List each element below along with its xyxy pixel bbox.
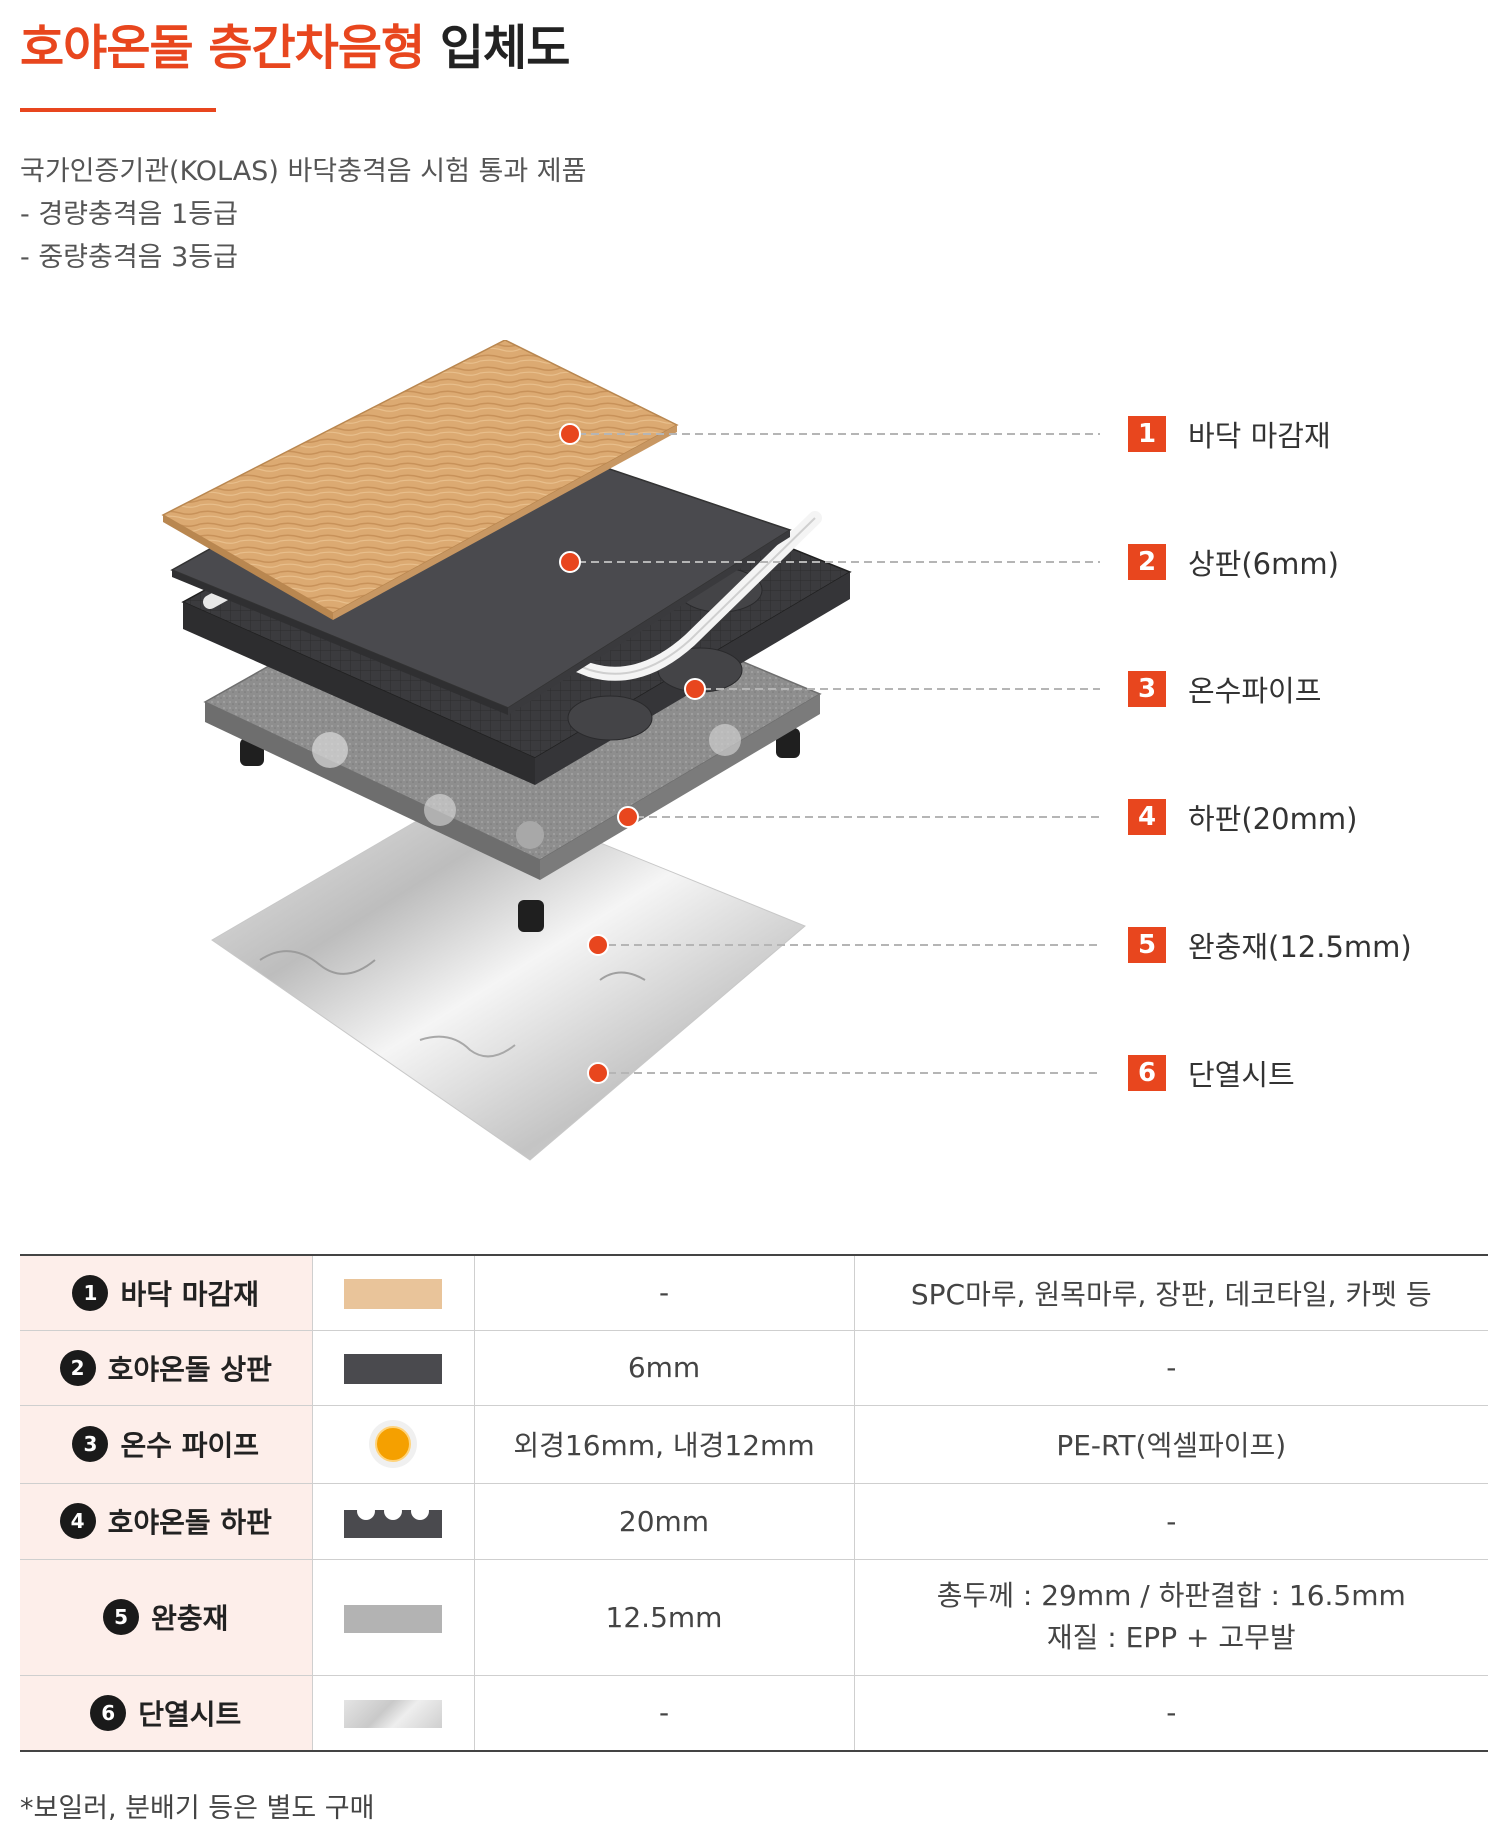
row-number-badge: 1: [72, 1274, 109, 1311]
wood-swatch: [344, 1279, 442, 1310]
description: 국가인증기관(KOLAS) 바닥충격음 시험 통과 제품 - 경량충격음 1등급…: [20, 150, 586, 279]
cushion-swatch: [344, 1604, 442, 1633]
note-cell: 총두께 : 29mm / 하판결합 : 16.5mm 재질 : EPP + 고무…: [853, 1559, 1488, 1676]
description-line: - 중량충격음 3등급: [20, 242, 238, 273]
swatch-cell: [311, 1255, 474, 1331]
insulation-sheet-layer: [211, 789, 806, 1161]
callout-number: 4: [1128, 799, 1166, 835]
note-cell: SPC마루, 원목마루, 장판, 데코타일, 카펫 등: [853, 1255, 1488, 1331]
row-number-badge: 5: [103, 1599, 140, 1635]
callout-label: 온수파이프: [1188, 674, 1322, 708]
title-underline: [20, 108, 216, 112]
note-line: 총두께 : 29mm / 하판결합 : 16.5mm: [936, 1579, 1406, 1612]
callout-5: 5 완충재(12.5mm): [1128, 926, 1412, 964]
spec-cell: -: [473, 1255, 854, 1331]
title-rest: 입체도: [439, 20, 570, 76]
callout-label: 상판(6mm): [1188, 547, 1339, 581]
leader-lines: [578, 433, 1100, 1074]
note-cell: PE-RT(엑셀파이프): [853, 1405, 1488, 1484]
note-cell: -: [853, 1330, 1488, 1406]
description-line: - 경량충격음 1등급: [20, 199, 238, 230]
note-cell: -: [853, 1675, 1488, 1752]
spec-cell: 6mm: [473, 1330, 854, 1406]
footnote: *보일러, 분배기 등은 별도 구매: [20, 1793, 375, 1824]
callout-4: 4 하판(20mm): [1128, 798, 1357, 836]
spec-cell: 12.5mm: [473, 1559, 854, 1676]
callout-number: 5: [1128, 927, 1166, 963]
callout-number: 1: [1128, 416, 1166, 452]
swatch-cell: [311, 1559, 474, 1676]
row-number-badge: 4: [59, 1503, 96, 1539]
title-accent: 호야온돌 층간차음형: [20, 20, 425, 76]
swatch-cell: [311, 1675, 474, 1752]
swatch-cell: [311, 1405, 474, 1484]
diagram-illustration: [161, 339, 1100, 1161]
spec-cell: -: [473, 1675, 854, 1752]
callout-label: 하판(20mm): [1188, 802, 1358, 836]
swatch-cell: [311, 1483, 474, 1560]
callout-number: 3: [1128, 671, 1166, 707]
page-title: 호야온돌 층간차음형 입체도: [20, 8, 570, 78]
exploded-diagram: 1 바닥 마감재 2 상판(6mm) 3 온수파이프 4 하판(20mm) 5 …: [0, 339, 1500, 1180]
callout-2: 2 상판(6mm): [1128, 543, 1339, 581]
callout-3: 3 온수파이프: [1128, 670, 1321, 708]
leader-dots: [559, 423, 706, 1084]
description-line: 국가인증기관(KOLAS) 바닥충격음 시험 통과 제품: [20, 156, 587, 187]
insulation-swatch: [344, 1700, 442, 1729]
bottom-plate-icon: [344, 1506, 442, 1538]
spec-cell: 외경16mm, 내경12mm: [473, 1405, 854, 1484]
callout-number: 2: [1128, 544, 1166, 580]
wood-floor-layer: [161, 339, 679, 620]
callout-6: 6 단열시트: [1128, 1054, 1295, 1092]
row-number-badge: 3: [72, 1426, 109, 1462]
callout-label: 바닥 마감재: [1188, 419, 1331, 453]
top-plate-swatch: [344, 1354, 442, 1384]
rubber-feet: [240, 728, 800, 932]
note-cell: -: [853, 1483, 1488, 1560]
callout-number: 6: [1128, 1055, 1166, 1091]
row-number-badge: 6: [90, 1694, 127, 1731]
swatch-cell: [311, 1330, 474, 1406]
row-number-badge: 2: [59, 1349, 96, 1386]
spec-cell: 20mm: [473, 1483, 854, 1560]
pipe-icon: [369, 1420, 417, 1468]
callout-label: 완충재(12.5mm): [1188, 930, 1412, 964]
callout-label: 단열시트: [1188, 1058, 1295, 1092]
callout-1: 1 바닥 마감재: [1128, 415, 1331, 453]
note-line: 재질 : EPP + 고무발: [1046, 1621, 1296, 1654]
